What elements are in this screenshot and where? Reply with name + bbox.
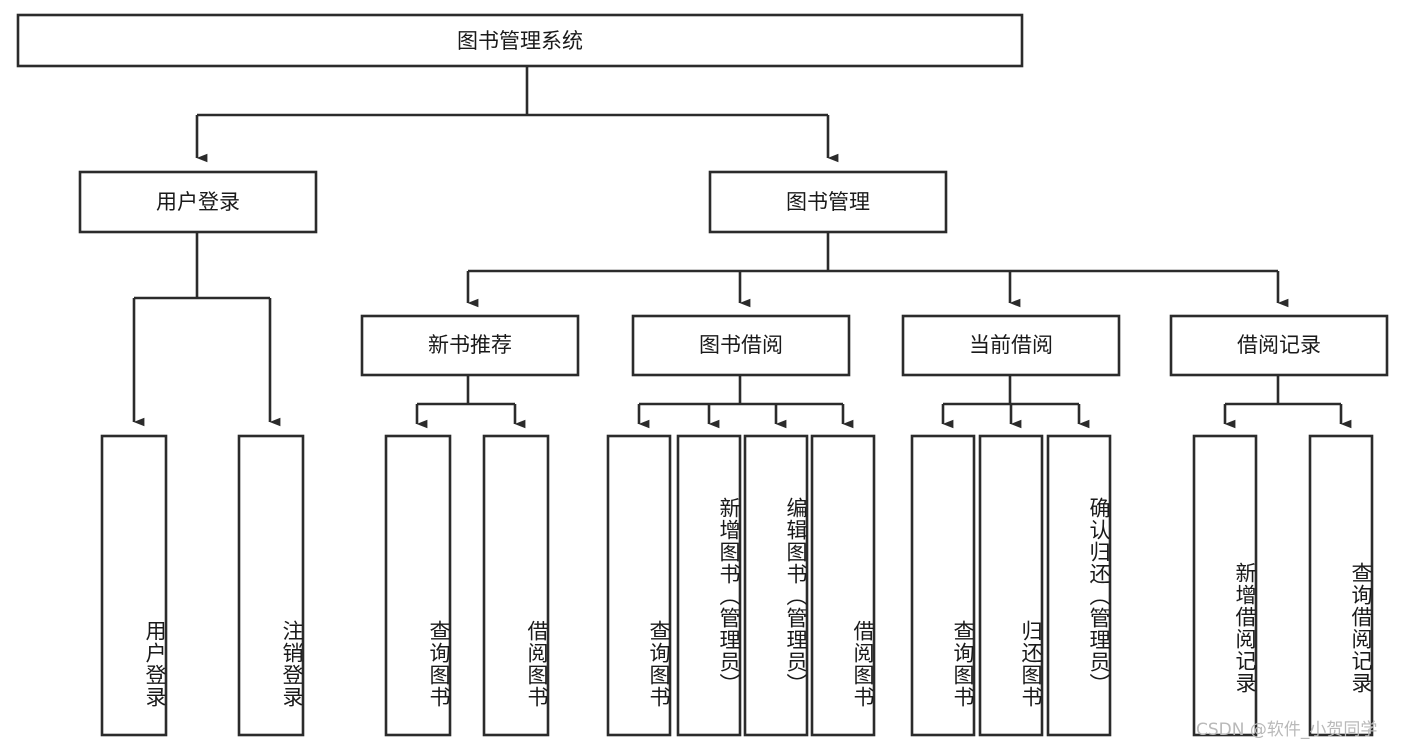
node-user-login[interactable]: 用户登录 [78,170,318,234]
node-new-book-recommend-rect[interactable] [360,314,580,377]
node-book-borrow-label: 图书借阅 [699,333,783,357]
node-leaf-return-book-rect[interactable] [978,434,1044,737]
connector-group-root [195,66,839,163]
node-root-rect[interactable] [16,13,1024,68]
node-new-book-recommend-label: 新书推荐 [428,333,512,357]
node-book-manage-rect[interactable] [708,170,948,234]
connector-group-book-manage [466,232,1289,308]
node-new-book-recommend[interactable]: 新书推荐 [360,314,580,377]
node-book-manage[interactable]: 图书管理 [708,170,948,234]
node-leaf-user-login-rect[interactable] [100,434,168,737]
node-current-borrow[interactable]: 当前借阅 [901,314,1121,377]
node-leaf-query-book-2-rect[interactable] [606,434,672,737]
node-user-login-label: 用户登录 [156,190,240,214]
node-leaf-confirm-return-rect[interactable] [1046,434,1112,737]
node-book-manage-label: 图书管理 [786,190,870,214]
node-book-borrow-rect[interactable] [631,314,851,377]
node-leaf-user-logout-rect[interactable] [237,434,305,737]
connector-group-book-borrow [637,375,854,429]
node-current-borrow-rect[interactable] [901,314,1121,377]
node-leaf-query-book-1-rect[interactable] [384,434,452,737]
node-leaf-edit-book-rect[interactable] [743,434,809,737]
connector-group-new-book-recommend [415,375,526,429]
connector-group-current-borrow [941,375,1090,429]
node-leaf-query-book-3-rect[interactable] [910,434,976,737]
node-root[interactable]: 图书管理系统 [16,13,1024,68]
node-user-login-rect[interactable] [78,170,318,234]
node-current-borrow-label: 当前借阅 [969,333,1053,357]
node-book-borrow[interactable]: 图书借阅 [631,314,851,377]
node-borrow-record-rect[interactable] [1169,314,1389,377]
node-root-label: 图书管理系统 [457,29,583,53]
node-leaf-query-record-rect[interactable] [1308,434,1374,737]
node-leaf-add-record-rect[interactable] [1192,434,1258,737]
node-borrow-record-label: 借阅记录 [1237,333,1321,357]
node-leaf-borrow-book-1-rect[interactable] [482,434,550,737]
node-leaf-borrow-book-2-rect[interactable] [810,434,876,737]
csdn-watermark: CSDN @软件_小贺同学 [1196,720,1378,740]
node-leaf-add-book-rect[interactable] [676,434,742,737]
connector-group-borrow-record [1223,375,1352,429]
connector-group-user-login [132,232,281,427]
node-borrow-record[interactable]: 借阅记录 [1169,314,1389,377]
